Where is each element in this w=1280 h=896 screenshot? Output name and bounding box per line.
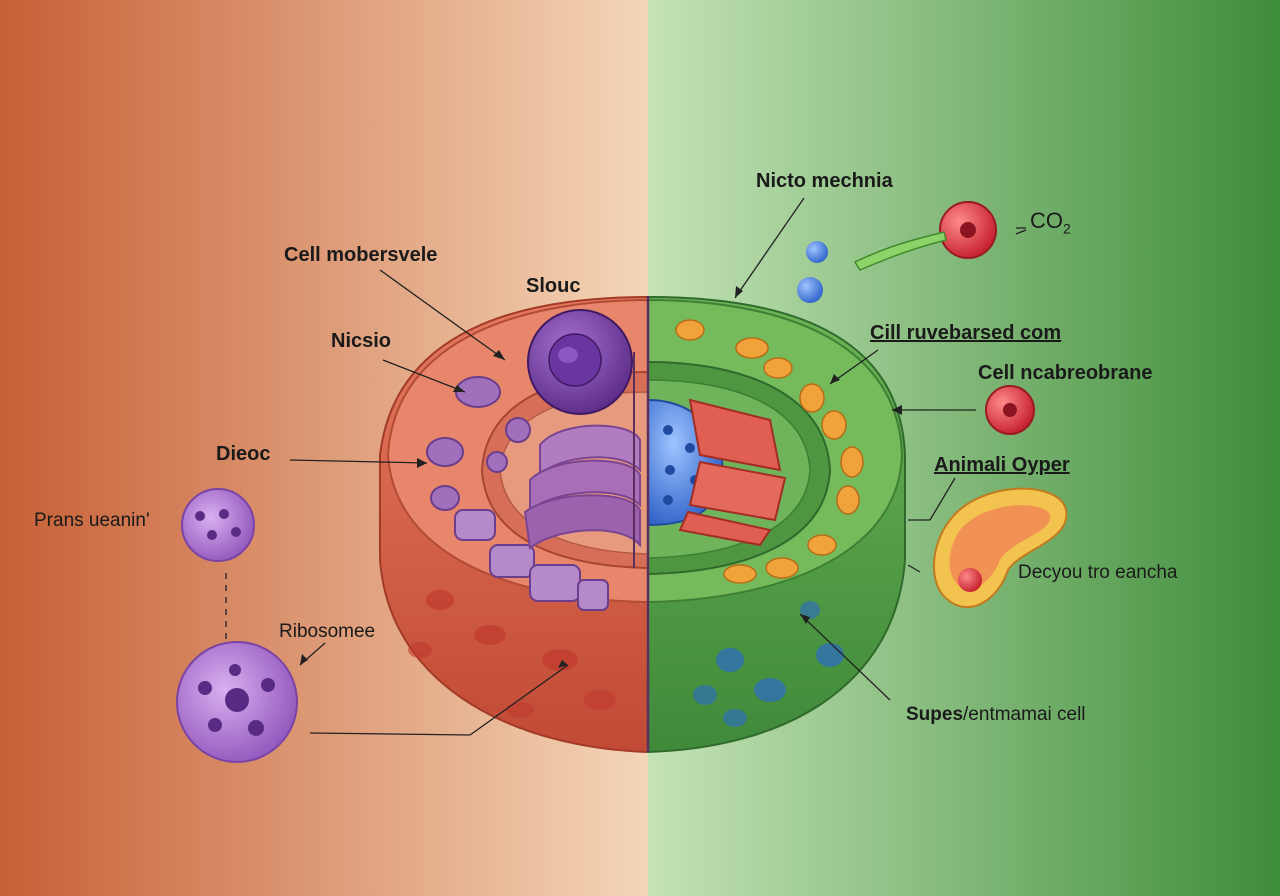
label-supes-bold: Supes — [906, 704, 963, 725]
label-dieoc: Dieoc — [216, 443, 270, 466]
label-supes-rest: /entmamai cell — [963, 704, 1086, 725]
label-co2: CO2 — [1030, 208, 1071, 236]
label-co2-sub: 2 — [1063, 220, 1071, 236]
label-cill-ruvebarsed-com: Cill ruvebarsed com — [870, 322, 1061, 345]
label-co2-main: CO — [1030, 208, 1063, 233]
label-slouc: Slouc — [526, 275, 580, 298]
label-decyou-tro-eancha: Decyou tro eancha — [1018, 562, 1178, 584]
label-animali-oyper: Animali Oyper — [934, 454, 1070, 477]
label-cell-ncabreobrane: Cell ncabreobrane — [978, 362, 1153, 385]
vesicle-small — [182, 489, 254, 561]
label-nicsio: Nicsio — [331, 330, 391, 353]
label-cell-mobersvele: Cell mobersvele — [284, 244, 437, 267]
label-supes-entmamai-cell: Supes/entmamai cell — [906, 704, 1086, 726]
label-ribosomee: Ribosomee — [279, 621, 375, 643]
label-prans-ueanin: Prans ueanin' — [34, 510, 150, 532]
label-nicto-mechnia: Nicto mechnia — [756, 170, 893, 193]
